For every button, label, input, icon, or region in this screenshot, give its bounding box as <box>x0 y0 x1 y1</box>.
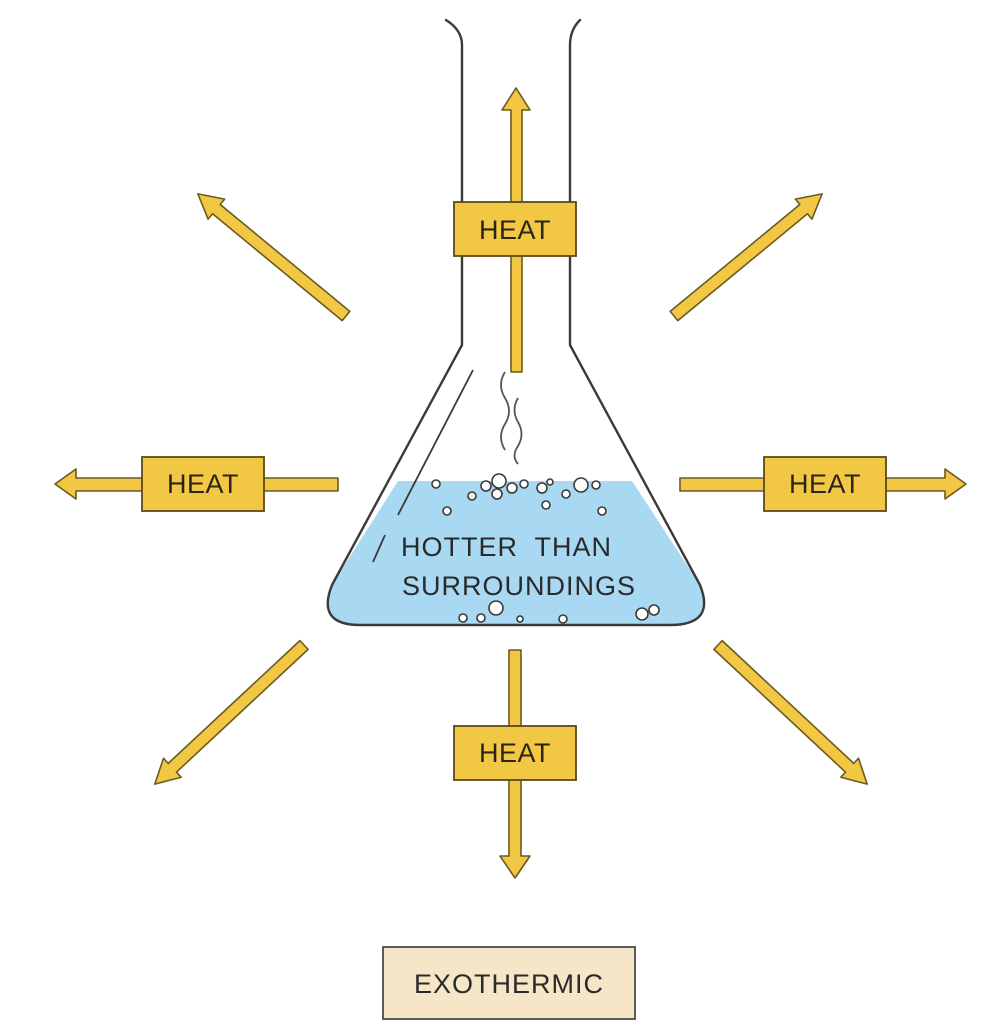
caption-exothermic: EXOTHERMIC <box>414 969 604 999</box>
flask-label-line2: SURROUNDINGS <box>402 571 636 601</box>
heat-box-top <box>453 201 577 257</box>
steam-wisp-icon <box>500 371 510 451</box>
heat-box-right <box>763 456 887 512</box>
heat-arrow-upper-right <box>669 193 823 322</box>
heat-label-bottom: HEAT <box>479 738 551 768</box>
heat-label-left: HEAT <box>167 469 239 499</box>
flask-label-line1: HOTTER THAN <box>401 532 612 562</box>
flask-liquid <box>326 481 705 624</box>
flask-shading-line <box>397 369 474 516</box>
steam-wisp-icon <box>513 397 523 465</box>
flask-outline <box>326 18 706 627</box>
caption-box <box>382 946 636 1020</box>
heat-arrow-upper-left <box>197 193 351 322</box>
heat-box-bottom <box>453 725 577 781</box>
heat-box-left <box>141 456 265 512</box>
heat-label-top: HEAT <box>479 215 551 245</box>
heat-arrow-lower-left <box>154 639 309 785</box>
flask-shading-mark <box>372 534 386 563</box>
heat-arrow-lower-right <box>713 639 868 785</box>
heat-label-right: HEAT <box>789 469 861 499</box>
bubbles <box>431 473 660 624</box>
